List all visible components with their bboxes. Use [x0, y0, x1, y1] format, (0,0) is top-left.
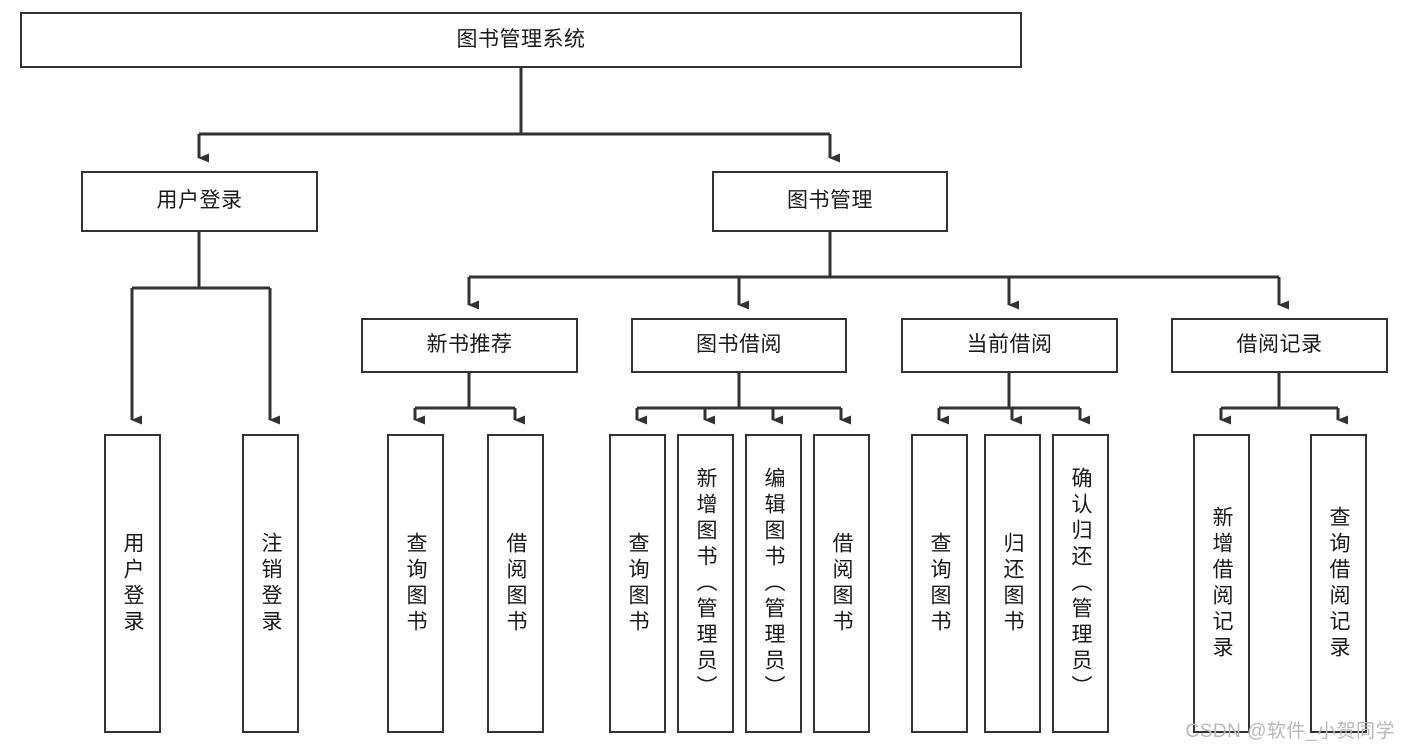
- node-leaf-borrow-book[interactable]: 借阅图书: [813, 434, 870, 733]
- node-current-borrow[interactable]: 当前借阅: [901, 318, 1118, 373]
- node-label: 当前借阅: [966, 333, 1053, 357]
- node-new-book-recommend[interactable]: 新书推荐: [361, 318, 578, 373]
- node-leaf-query-borrow-record[interactable]: 查询借阅记录: [1310, 434, 1367, 733]
- node-label: 借阅图书: [830, 531, 853, 636]
- node-label: 借阅记录: [1236, 333, 1323, 357]
- node-leaf-query-book-current[interactable]: 查询图书: [911, 434, 968, 733]
- node-label: 查询图书: [626, 531, 649, 636]
- node-leaf-edit-book-admin[interactable]: 编辑图书（管理员）: [745, 434, 802, 733]
- node-label: 注销登录: [259, 531, 282, 636]
- node-label: 查询图书: [404, 531, 427, 636]
- node-user-login[interactable]: 用户登录: [81, 171, 318, 232]
- node-label: 用户登录: [156, 189, 243, 213]
- node-label: 图书管理: [787, 189, 873, 213]
- node-leaf-add-borrow-record[interactable]: 新增借阅记录: [1193, 434, 1250, 733]
- node-label: 新书推荐: [426, 333, 513, 357]
- node-leaf-add-book-admin[interactable]: 新增图书（管理员）: [677, 434, 734, 733]
- node-label: 归还图书: [1001, 531, 1024, 636]
- node-label: 查询图书: [928, 531, 951, 636]
- node-label: 借阅图书: [504, 531, 527, 636]
- node-book-borrow[interactable]: 图书借阅: [631, 318, 847, 373]
- node-label: 图书借阅: [696, 333, 782, 357]
- node-label: 用户登录: [121, 531, 144, 636]
- node-book-management[interactable]: 图书管理: [712, 171, 948, 232]
- node-leaf-user-logout[interactable]: 注销登录: [242, 434, 299, 733]
- node-leaf-confirm-return-admin[interactable]: 确认归还（管理员）: [1052, 434, 1109, 733]
- node-leaf-query-book-borrow[interactable]: 查询图书: [609, 434, 666, 733]
- node-label: 确认归还（管理员）: [1069, 466, 1092, 701]
- node-label: 新增图书（管理员）: [694, 466, 717, 701]
- node-leaf-borrow-book-recommend[interactable]: 借阅图书: [487, 434, 544, 733]
- node-label: 查询借阅记录: [1327, 505, 1350, 662]
- node-label: 新增借阅记录: [1210, 505, 1233, 662]
- node-borrow-record[interactable]: 借阅记录: [1171, 318, 1388, 373]
- node-label: 图书管理系统: [456, 27, 586, 51]
- node-leaf-user-login[interactable]: 用户登录: [104, 434, 161, 733]
- node-leaf-return-book[interactable]: 归还图书: [984, 434, 1041, 733]
- node-label: 编辑图书（管理员）: [762, 466, 785, 701]
- node-leaf-query-book-recommend[interactable]: 查询图书: [387, 434, 444, 733]
- node-system-root[interactable]: 图书管理系统: [20, 12, 1022, 68]
